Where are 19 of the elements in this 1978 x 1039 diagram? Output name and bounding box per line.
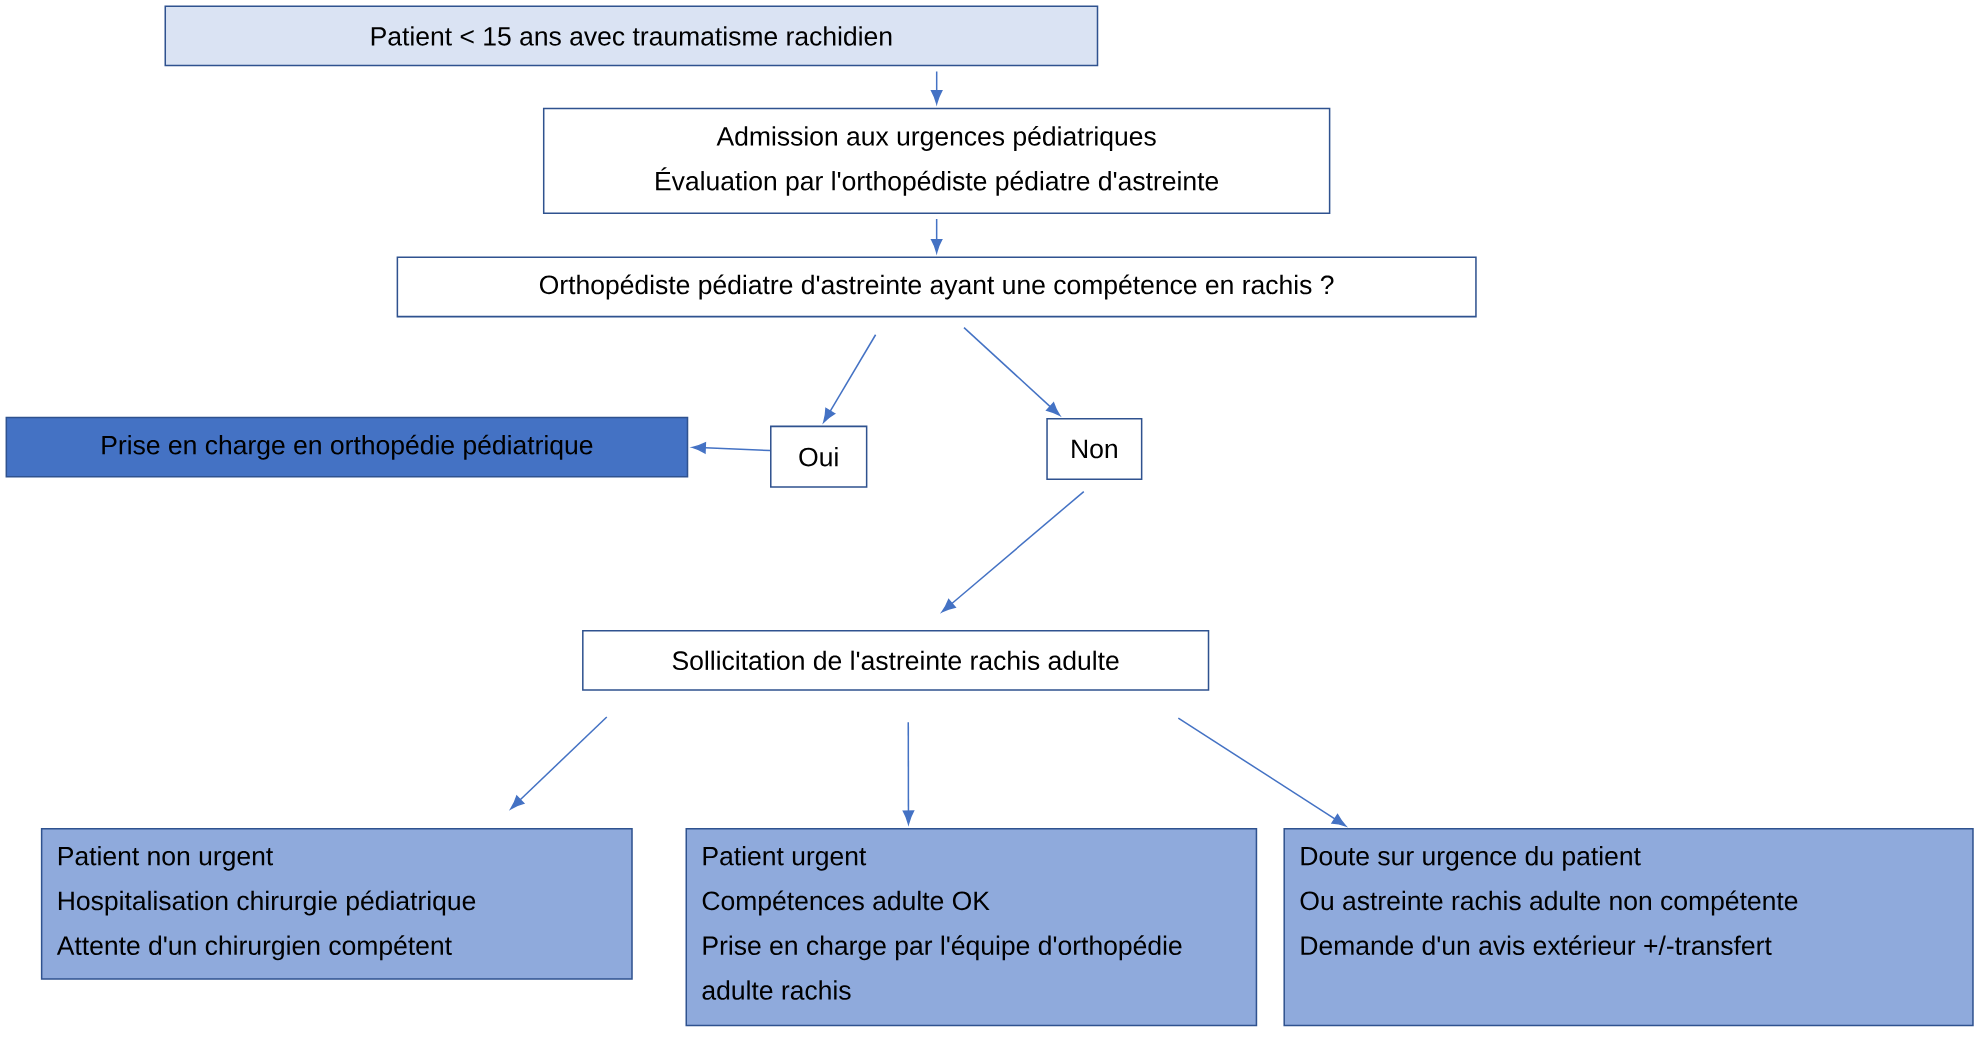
process-box: Patient < 15 ans avec traumatisme rachidien [164,5,1099,67]
process-box: Sollicitation de l'astreinte rachis adulte [582,629,1210,691]
arrow [902,721,915,825]
process-box: Non [1046,417,1143,480]
process-box: Prise en charge en orthopédie pédiatrique [5,416,689,478]
arrow [1177,717,1347,827]
process-box: Oui [770,425,868,488]
process-box: Orthopédiste pédiatre d'astreinte ayant une compétence en rachis ? [396,256,1477,318]
arrow [691,441,771,454]
arrow [930,218,943,253]
outcome-box: Patient urgent Compétences adulte OK Prise en charge par l'équipe d'orthopédie adulte rachis [685,827,1258,1027]
process-box: Admission aux urgences pédiatriques Évaluation par l'orthopédiste pédiatre d'astreinte [542,107,1331,214]
arrow [963,326,1061,416]
arrow [941,490,1085,613]
outcome-box: Doute sur urgence du patient Ou astreinte rachis adulte non compétente Demande d'un avis extérieur +/-transfert [1283,827,1974,1027]
arrow [510,716,608,810]
arrow [930,70,943,104]
outcome-box: Patient non urgent Hospitalisation chirurgie pédiatrique Attente d'un chirurgien compétent [40,827,633,980]
arrow [823,333,877,423]
